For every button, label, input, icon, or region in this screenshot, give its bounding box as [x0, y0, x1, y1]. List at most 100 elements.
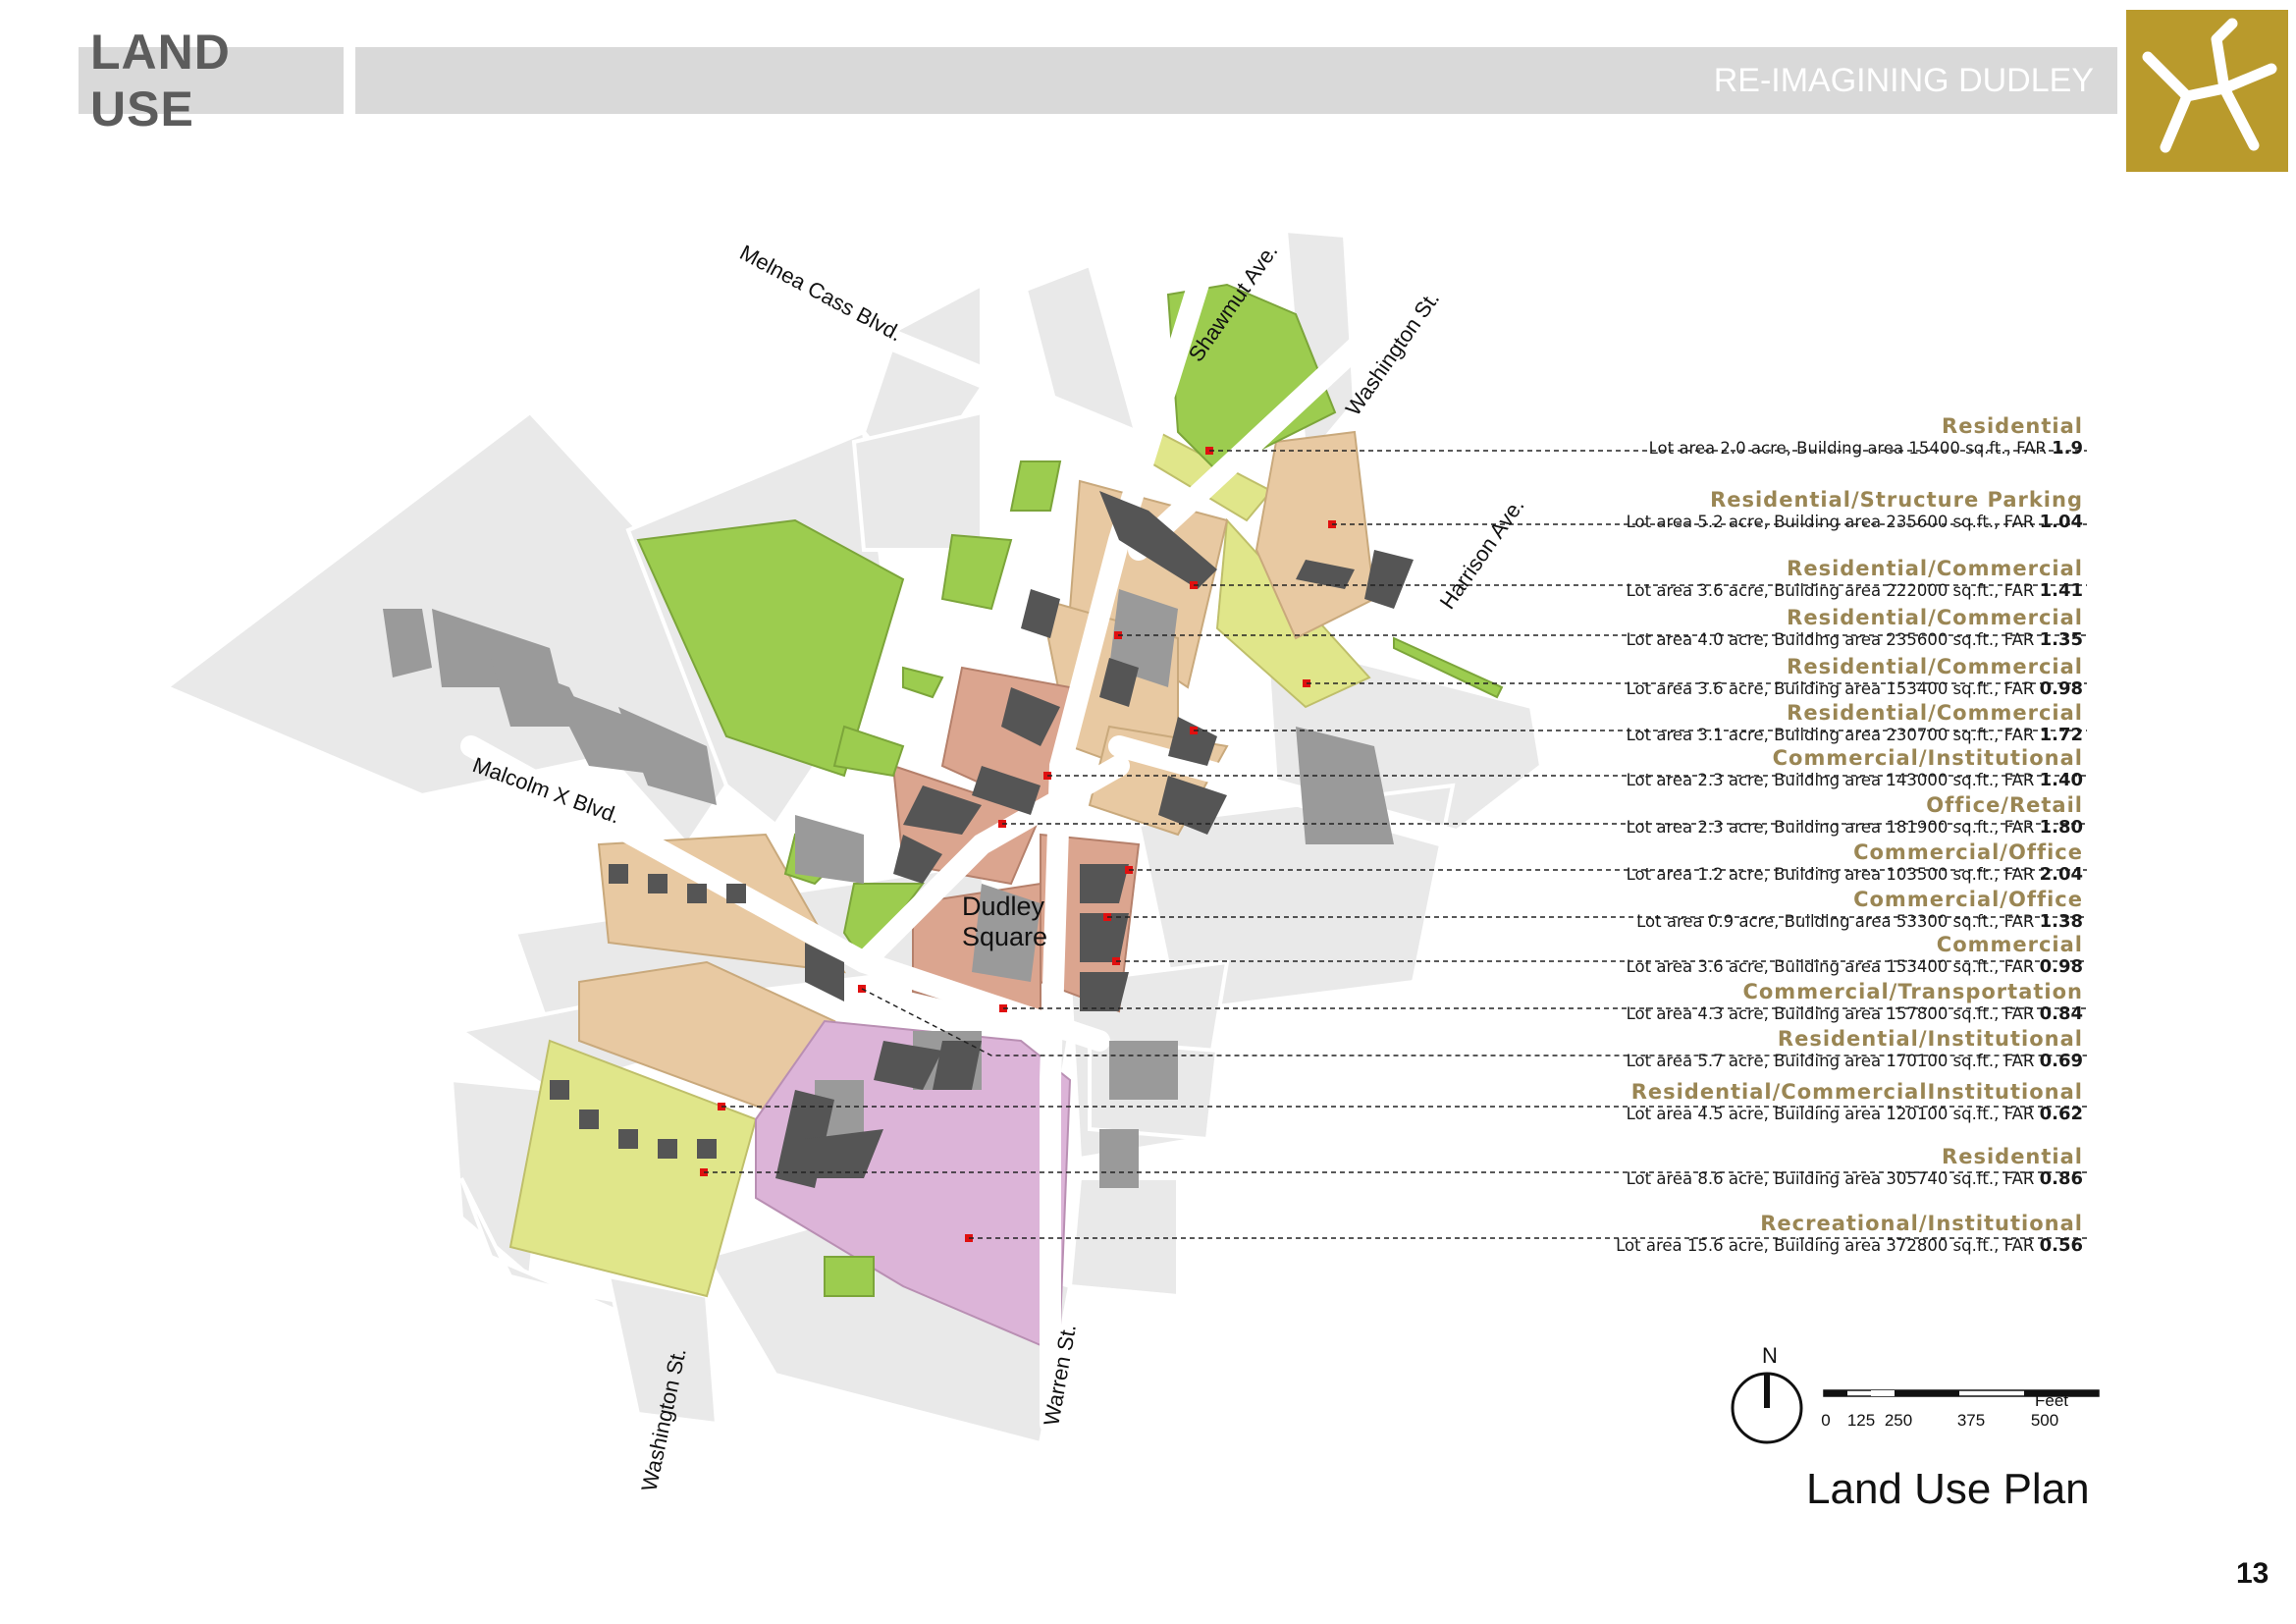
legend-item-far: 1.72	[2039, 725, 2083, 745]
scale-bar: Feet 0 125 250 375 500	[1821, 1389, 2100, 1430]
legend-item-areas: Lot area 8.6 acre, Building area 305740 …	[1626, 1169, 2040, 1188]
legend-item-use: Residential/Commercial	[1787, 606, 2083, 629]
legend-item-areas: Lot area 2.3 acre, Building area 143000 …	[1626, 771, 2040, 789]
legend-item-areas: Lot area 4.5 acre, Building area 120100 …	[1626, 1105, 2040, 1123]
legend-item-stats: Lot area 5.7 acre, Building area 170100 …	[1276, 1051, 2091, 1072]
legend-item-far: 0.98	[2039, 678, 2083, 699]
scale-tick: 0	[1821, 1411, 1830, 1430]
legend-item-use: Commercial	[1936, 933, 2083, 956]
legend-item-far: 2.04	[2039, 864, 2083, 885]
legend-item-use: Residential	[1942, 414, 2083, 438]
legend-item-areas: Lot area 4.0 acre, Building area 235600 …	[1626, 630, 2040, 649]
open-space-parcels	[636, 283, 1504, 1297]
legend-item-far: 0.86	[2039, 1168, 2083, 1189]
legend-item-far: 1.38	[2039, 911, 2083, 932]
scale-tick: 375	[1957, 1411, 1985, 1430]
north-label: N	[1762, 1343, 1778, 1368]
place-label-square: Square	[962, 922, 1047, 951]
legend-item-use: Residential/Structure Parking	[1710, 488, 2083, 512]
project-title: RE-IMAGINING DUDLEY	[1713, 61, 2094, 99]
legend-item-areas: Lot area 0.9 acre, Building area 53300 s…	[1636, 912, 2040, 931]
legend-item-areas: Lot area 3.6 acre, Building area 222000 …	[1626, 581, 2040, 600]
dudley-logo-icon	[2126, 10, 2288, 172]
legend-item-stats: Lot area 2.3 acre, Building area 181900 …	[1276, 817, 2091, 839]
page-number: 13	[2236, 1557, 2269, 1590]
legend-item-use: Residential/Commercial	[1787, 701, 2083, 725]
legend-item-stats: Lot area 2.0 acre, Building area 15400 s…	[1276, 438, 2091, 460]
legend-item-stats: Lot area 5.2 acre, Building area 235600 …	[1276, 512, 2091, 533]
roads	[460, 244, 1483, 1435]
scale-tick: 500	[2031, 1411, 2058, 1430]
scale-tick: 250	[1885, 1411, 1912, 1430]
legend-item-far: 0.56	[2039, 1235, 2083, 1256]
legend-item-areas: Lot area 5.7 acre, Building area 170100 …	[1626, 1052, 2040, 1070]
place-label-dudley: Dudley	[962, 892, 1045, 921]
legend-item-use: Residential	[1942, 1145, 2083, 1168]
legend-item-areas: Lot area 3.6 acre, Building area 153400 …	[1626, 679, 2040, 698]
legend-item-stats: Lot area 4.5 acre, Building area 120100 …	[1276, 1104, 2091, 1125]
legend-item-use: Commercial/Transportation	[1742, 980, 2083, 1003]
legend-item-use: Residential/Commercial	[1787, 557, 2083, 580]
legend-item-use: Office/Retail	[1926, 793, 2083, 817]
legend-item-stats: Lot area 2.3 acre, Building area 143000 …	[1276, 770, 2091, 791]
legend-item-far: 0.62	[2039, 1104, 2083, 1124]
legend-item-use: Recreational/Institutional	[1760, 1212, 2083, 1235]
legend-item-areas: Lot area 2.0 acre, Building area 15400 s…	[1648, 439, 2053, 458]
north-arrow-icon: N	[1731, 1343, 1803, 1444]
legend-item-areas: Lot area 4.3 acre, Building area 157800 …	[1626, 1004, 2040, 1023]
legend-item-use: Commercial/Office	[1853, 888, 2083, 911]
legend-item-far: 0.84	[2039, 1003, 2083, 1024]
legend-item-far: 1.35	[2039, 629, 2083, 650]
legend-item-stats: Lot area 0.9 acre, Building area 53300 s…	[1276, 911, 2091, 933]
map-title: Land Use Plan	[1806, 1465, 2090, 1513]
legend-item-stats: Lot area 3.6 acre, Building area 222000 …	[1276, 580, 2091, 602]
proposed-buildings	[550, 491, 1414, 1188]
legend-item-far: 1.04	[2039, 512, 2083, 532]
legend-item-areas: Lot area 15.6 acre, Building area 372800…	[1616, 1236, 2040, 1255]
legend-item-far: 0.69	[2039, 1051, 2083, 1071]
legend-item-far: 1.9	[2052, 438, 2083, 459]
legend-item-stats: Lot area 3.6 acre, Building area 153400 …	[1276, 956, 2091, 978]
legend-item-use: Residential/Commercial	[1787, 655, 2083, 678]
project-header: RE-IMAGINING DUDLEY	[355, 47, 2117, 114]
legend-item-stats: Lot area 3.1 acre, Building area 230700 …	[1276, 725, 2091, 746]
legend-item-far: 0.98	[2039, 956, 2083, 977]
legend-item-far: 1.41	[2039, 580, 2083, 601]
scale-tick: 125	[1847, 1411, 1875, 1430]
legend-item-stats: Lot area 1.2 acre, Building area 103500 …	[1276, 864, 2091, 886]
legend-item-use: Residential/CommercialInstitutional	[1630, 1080, 2083, 1104]
legend-item-stats: Lot area 4.3 acre, Building area 157800 …	[1276, 1003, 2091, 1025]
legend-item-areas: Lot area 3.1 acre, Building area 230700 …	[1626, 726, 2040, 744]
legend-item-use: Commercial/Institutional	[1772, 746, 2083, 770]
scale-unit: Feet	[2035, 1391, 2068, 1410]
legend-item-stats: Lot area 4.0 acre, Building area 235600 …	[1276, 629, 2091, 651]
legend-item-use: Residential/Institutional	[1777, 1027, 2083, 1051]
section-header: LAND USE	[79, 25, 344, 136]
section-title: LAND USE	[90, 25, 231, 136]
legend-item-stats: Lot area 8.6 acre, Building area 305740 …	[1276, 1168, 2091, 1190]
legend-item-areas: Lot area 5.2 acre, Building area 235600 …	[1626, 513, 2040, 531]
legend-item-areas: Lot area 2.3 acre, Building area 181900 …	[1626, 818, 2040, 837]
legend-item-stats: Lot area 15.6 acre, Building area 372800…	[1276, 1235, 2091, 1257]
legend-item-areas: Lot area 3.6 acre, Building area 153400 …	[1626, 957, 2040, 976]
legend-item-far: 1.40	[2039, 770, 2083, 790]
legend-item-use: Commercial/Office	[1853, 840, 2083, 864]
legend-item-stats: Lot area 3.6 acre, Building area 153400 …	[1276, 678, 2091, 700]
